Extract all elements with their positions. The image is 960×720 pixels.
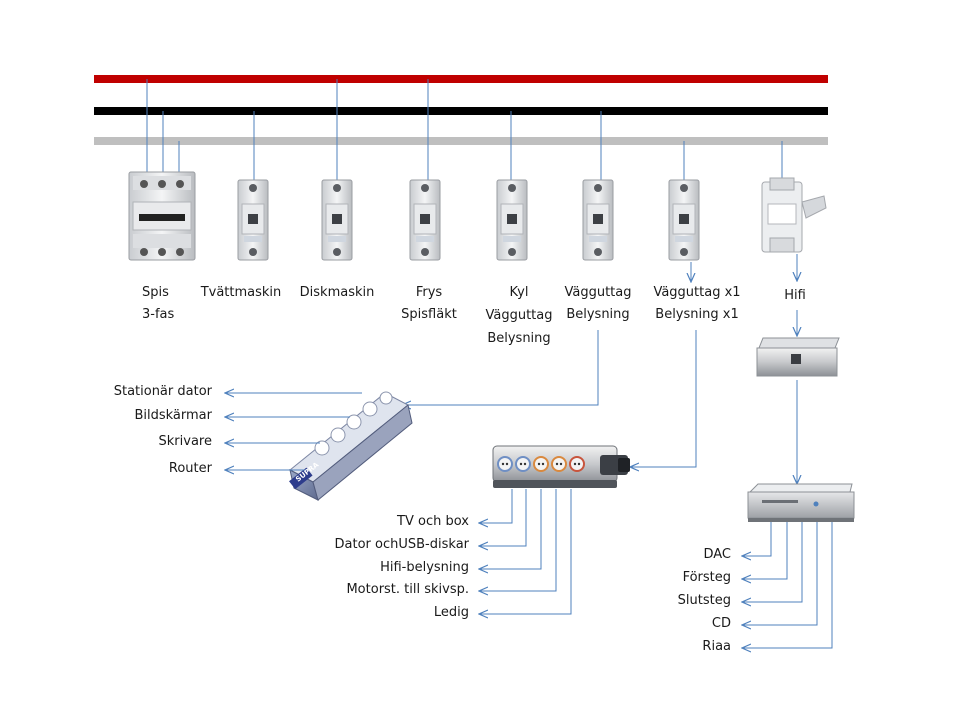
- hifi-output-label: Motorst. till skivsp.: [346, 582, 469, 597]
- breaker-icon: [496, 179, 528, 261]
- breaker-label-5-line-2: Vägguttag: [485, 308, 553, 323]
- power-strip-output-label: Router: [168, 461, 212, 476]
- socket-icon: [515, 456, 531, 472]
- breaker-label-2-line-1: Tvättmaskin: [200, 285, 282, 300]
- breaker-label-6-line-1: Vägguttag: [564, 285, 632, 300]
- breaker-label-7-line-1: Vägguttag x1: [653, 285, 741, 300]
- rack-output-arrow: [742, 522, 833, 648]
- bus-bars: [94, 75, 828, 145]
- breaker-icon: [409, 179, 441, 261]
- hifi-output-label: TV och box: [397, 514, 469, 529]
- hifi-power-distributor-icon: [492, 445, 630, 488]
- neutral-bar-gray: [94, 137, 828, 145]
- breaker-row: [237, 179, 700, 261]
- hifi-output-arrow: [479, 489, 557, 591]
- breaker-label-5-line-1: Kyl: [509, 285, 529, 300]
- fuse-holder-icon: [761, 177, 827, 253]
- rack-output-label: Slutsteg: [677, 593, 731, 608]
- breaker-icon: [582, 179, 614, 261]
- rack-output-label: Riaa: [702, 639, 731, 654]
- breaker-label-3-line-1: Diskmaskin: [299, 285, 375, 300]
- breaker-label-5-line-3: Belysning: [487, 331, 551, 346]
- breaker-label-4-line-1: Frys: [415, 285, 443, 300]
- hifi-output-arrow: [479, 489, 542, 569]
- power-strip-output-label: Bildskärmar: [134, 408, 212, 423]
- hifi-output-arrow: [479, 489, 527, 546]
- hifi-output-arrow: [479, 489, 513, 523]
- rack-output-arrow: [742, 522, 772, 556]
- hifi-output-arrow: [479, 489, 572, 614]
- power-filter-box-icon: [756, 337, 840, 377]
- power-strip-output-label: Skrivare: [158, 434, 212, 449]
- rack-power-unit-icon: [747, 483, 855, 522]
- wire-to-power-strip: [402, 330, 599, 405]
- feed-wires: [146, 79, 783, 180]
- breaker-icon: [321, 179, 353, 261]
- rack-output-arrow: [742, 522, 803, 602]
- rack-output-label: Försteg: [682, 570, 731, 585]
- phase-bar-black: [94, 107, 828, 115]
- breaker-label-8-line-1: Hifi: [784, 288, 806, 303]
- breaker-icon: [237, 179, 269, 261]
- hifi-output-label: Dator ochUSB-diskar: [334, 537, 469, 552]
- socket-icon: [497, 456, 513, 472]
- breaker-label-1-line-1: Spis: [142, 285, 169, 300]
- breaker-label-7-line-2: Belysning x1: [655, 307, 739, 322]
- socket-icon: [533, 456, 549, 472]
- breaker-label-6-line-2: Belysning: [566, 307, 630, 322]
- breaker-label-1-line-2: 3-fas: [142, 307, 175, 322]
- power-strip-icon: SUPRA: [289, 391, 413, 501]
- socket-icon: [569, 456, 585, 472]
- wire-to-hifi-strip: [630, 330, 697, 467]
- breaker-label-4-line-2: Spisfläkt: [401, 307, 457, 322]
- three-pole-breaker-icon: [128, 171, 196, 261]
- rack-output-label: CD: [711, 616, 731, 631]
- power-strip-output-label: Stationär dator: [113, 384, 212, 399]
- rack-output-arrow: [742, 522, 788, 579]
- hifi-output-label: Hifi-belysning: [380, 560, 469, 575]
- rack-output-label: DAC: [703, 547, 731, 562]
- output-wires: [225, 393, 833, 648]
- hifi-output-label: Ledig: [433, 605, 469, 620]
- breaker-icon: [668, 179, 700, 261]
- phase-bar-red: [94, 75, 828, 83]
- rack-output-arrow: [742, 522, 818, 625]
- socket-icon: [551, 456, 567, 472]
